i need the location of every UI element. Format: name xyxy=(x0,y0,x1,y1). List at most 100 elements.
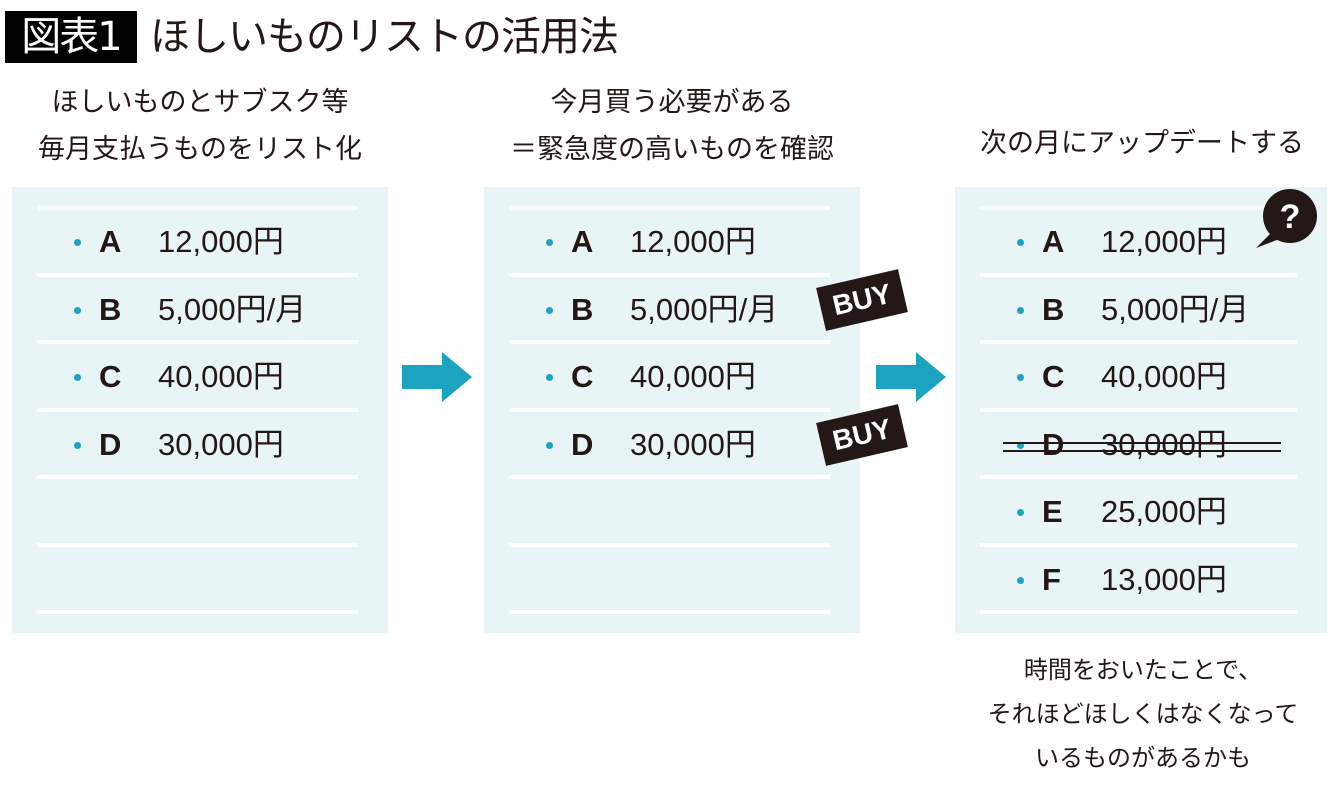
list-item: B 5,000円/月 xyxy=(955,290,1327,330)
note-line: それほどほしくはなくなって xyxy=(987,700,1299,728)
divider xyxy=(509,543,830,547)
item-price: 5,000円/月 xyxy=(158,291,307,327)
item-price: 30,000円 xyxy=(1101,426,1227,462)
item-letter: C xyxy=(99,359,122,394)
item-letter: B xyxy=(571,291,594,327)
heading-line: 次の月にアップデートする xyxy=(980,128,1304,159)
item-letter: A xyxy=(571,224,594,259)
item-price: 40,000円 xyxy=(630,359,756,394)
bullet-icon xyxy=(1017,374,1024,381)
list-item: C 40,000円 xyxy=(484,357,860,397)
footnote: 時間をおいたことで、 それほどほしくはなくなって いるものがあるかも xyxy=(943,648,1340,780)
divider xyxy=(37,475,358,479)
divider xyxy=(980,408,1297,412)
item-letter: A xyxy=(1042,224,1065,259)
bullet-icon xyxy=(546,239,553,246)
item-price: 30,000円 xyxy=(630,426,756,462)
bullet-icon xyxy=(1017,239,1024,246)
divider xyxy=(37,273,358,277)
list-item: C 40,000円 xyxy=(12,357,388,397)
heading-line: 毎月支払うものをリスト化 xyxy=(38,134,362,165)
list-item: C 40,000円 xyxy=(955,357,1327,397)
divider xyxy=(37,206,358,210)
figure-badge: 図表1 xyxy=(5,11,137,63)
list-panel-1: A 12,000円 B 5,000円/月 C 40,000円 D 30,000円 xyxy=(12,187,388,633)
list-item: B 5,000円/月 xyxy=(12,290,388,330)
list-item: A 12,000円 xyxy=(484,222,860,262)
bullet-icon xyxy=(546,441,553,449)
item-letter: B xyxy=(99,291,122,327)
bullet-icon xyxy=(74,374,81,381)
figure-title: ほしいものリストの活用法 xyxy=(150,14,619,60)
list-item: D 30,000円 xyxy=(12,425,388,465)
list-item: B 5,000円/月 xyxy=(484,290,860,330)
item-letter: E xyxy=(1042,494,1063,529)
divider xyxy=(37,408,358,412)
note-line: いるものがあるかも xyxy=(1035,744,1251,772)
divider xyxy=(980,206,1297,210)
bullet-icon xyxy=(74,306,81,314)
heading-line: ほしいものとサブスク等 xyxy=(51,87,349,118)
divider xyxy=(37,543,358,547)
list-item: F 13,000円 xyxy=(955,560,1327,600)
list-item: E 25,000円 xyxy=(955,492,1327,532)
arrow-right-icon xyxy=(402,352,472,402)
item-letter: D xyxy=(1042,426,1065,462)
item-price: 25,000円 xyxy=(1101,494,1227,529)
item-price: 5,000円/月 xyxy=(1101,291,1250,327)
bullet-icon xyxy=(1017,576,1024,584)
item-price: 30,000円 xyxy=(158,426,284,462)
divider xyxy=(37,610,358,614)
list-panel-3: A 12,000円 B 5,000円/月 C 40,000円 D 30,000円 E 25,000… xyxy=(955,187,1327,633)
heading-line: ＝緊急度の高いものを確認 xyxy=(510,134,834,165)
strikethrough xyxy=(1003,441,1281,444)
bullet-icon xyxy=(1017,306,1024,314)
divider xyxy=(980,610,1297,614)
bullet-icon xyxy=(74,441,81,449)
divider xyxy=(37,340,358,344)
bullet-icon xyxy=(1017,509,1024,516)
divider xyxy=(980,273,1297,277)
item-price: 12,000円 xyxy=(630,224,756,259)
item-letter: F xyxy=(1042,561,1061,597)
list-item: D 30,000円 xyxy=(484,425,860,465)
item-letter: C xyxy=(1042,359,1065,394)
list-item: A 12,000円 xyxy=(12,222,388,262)
heading-line: 今月買う必要がある xyxy=(550,87,794,118)
divider xyxy=(509,408,830,412)
step3-heading: 次の月にアップデートする xyxy=(932,120,1340,167)
item-price: 40,000円 xyxy=(1101,359,1227,394)
list-item: D 30,000円 xyxy=(955,425,1327,465)
bullet-icon xyxy=(546,306,553,314)
item-letter: D xyxy=(99,426,122,462)
bullet-icon xyxy=(74,239,81,246)
item-price: 12,000円 xyxy=(1101,224,1227,259)
list-panel-2: A 12,000円 B 5,000円/月 C 40,000円 D 30,000円 xyxy=(484,187,860,633)
bubble-text: ? xyxy=(1280,198,1301,236)
item-letter: C xyxy=(571,359,594,394)
list-item: A 12,000円 xyxy=(955,222,1327,262)
divider xyxy=(980,543,1297,547)
item-letter: D xyxy=(571,426,594,462)
item-price: 40,000円 xyxy=(158,359,284,394)
strikethrough xyxy=(1003,449,1281,452)
item-letter: B xyxy=(1042,291,1065,327)
divider xyxy=(980,475,1297,479)
divider xyxy=(509,475,830,479)
question-bubble-icon: ? xyxy=(1256,189,1317,248)
item-price: 13,000円 xyxy=(1101,561,1227,597)
divider xyxy=(509,206,830,210)
divider xyxy=(980,340,1297,344)
item-price: 5,000円/月 xyxy=(630,291,779,327)
bullet-icon xyxy=(1017,441,1024,449)
step1-heading: ほしいものとサブスク等 毎月支払うものをリスト化 xyxy=(0,79,410,173)
item-price: 12,000円 xyxy=(158,224,284,259)
note-line: 時間をおいたことで、 xyxy=(1023,656,1263,684)
arrow-right-icon xyxy=(876,352,946,402)
divider xyxy=(509,610,830,614)
step2-heading: 今月買う必要がある ＝緊急度の高いものを確認 xyxy=(462,79,882,173)
divider xyxy=(509,273,830,277)
bullet-icon xyxy=(546,374,553,381)
item-letter: A xyxy=(99,224,122,259)
divider xyxy=(509,340,830,344)
